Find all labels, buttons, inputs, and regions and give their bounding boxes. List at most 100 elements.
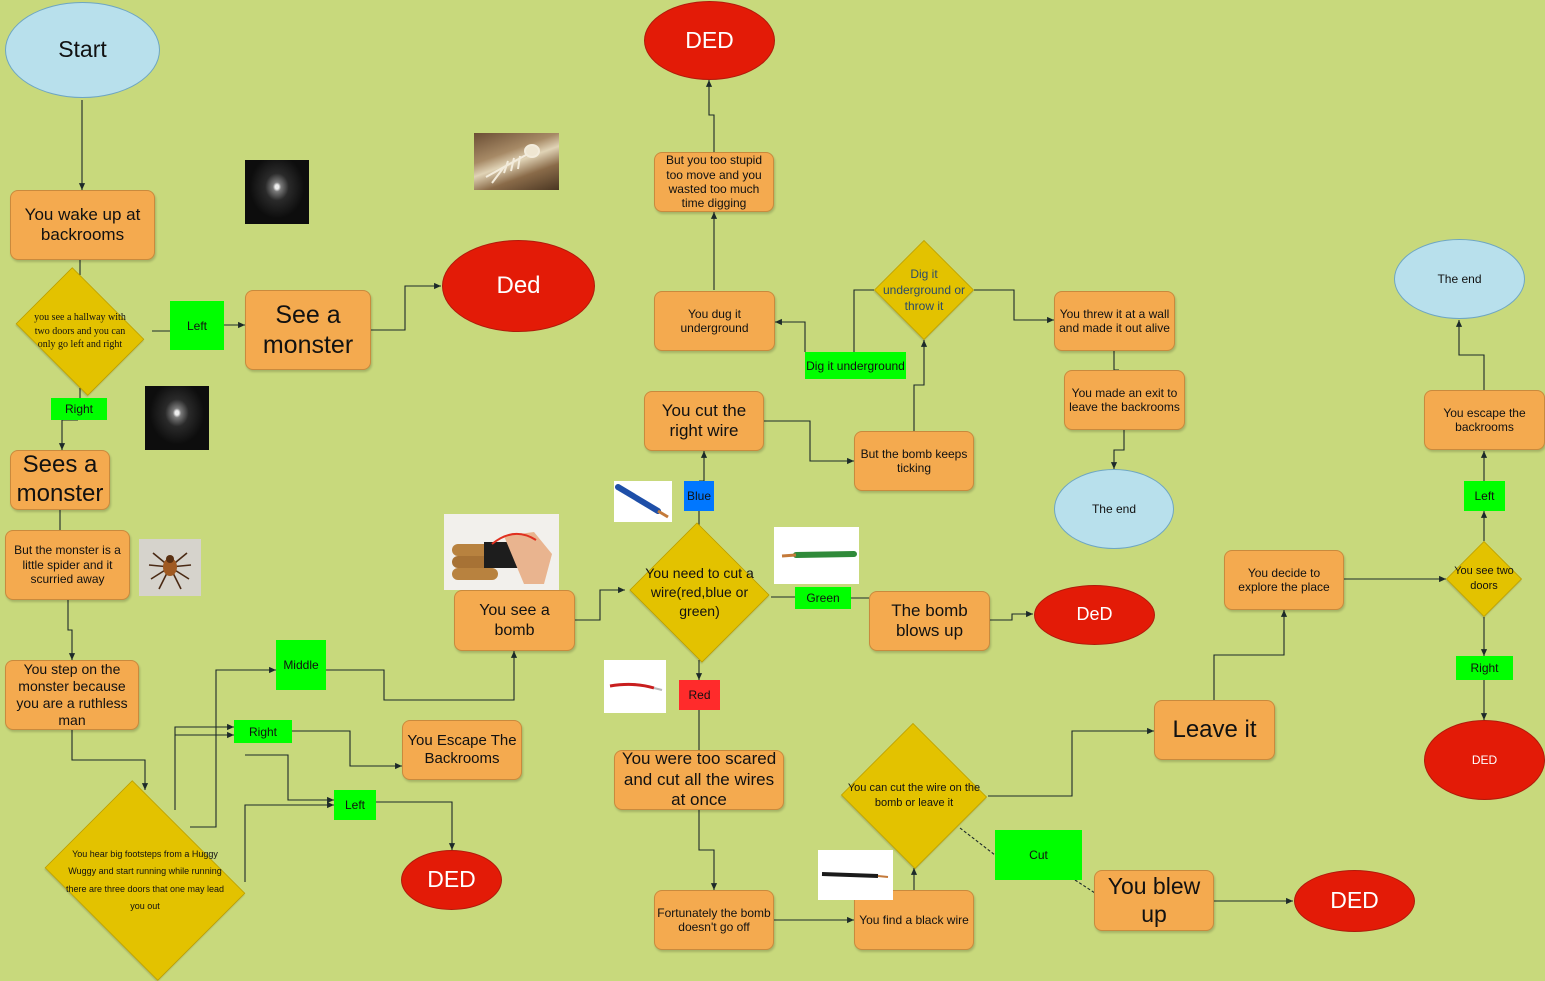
bomb-no-go-box: Fortunately the bomb doesn't go off bbox=[654, 890, 774, 950]
see-bomb-box: You see a bomb bbox=[454, 590, 575, 651]
label-middle-text: Middle bbox=[283, 658, 319, 672]
edge-question-cut bbox=[959, 827, 996, 856]
label-dig-underground-text: Dig it underground bbox=[806, 358, 905, 373]
edge-foot-left bbox=[244, 801, 334, 882]
edge-foot-middle bbox=[190, 666, 276, 828]
cut-wire-decision-text: You need to cut a wire(red,blue or green… bbox=[645, 565, 754, 619]
label-blue: Blue bbox=[684, 481, 714, 511]
the-end-top-label: The end bbox=[1437, 271, 1482, 286]
label-cut-text: Cut bbox=[1029, 848, 1048, 862]
edge-middle-bomb bbox=[326, 651, 518, 701]
cut-or-leave-decision-text: You can cut the wire on the bomb or leav… bbox=[847, 782, 981, 809]
edge-left-ded bbox=[376, 801, 456, 850]
edge-blows-ded bbox=[989, 610, 1033, 621]
hallway-decision-text: you see a hallway with two doors and you… bbox=[34, 312, 126, 351]
two-doors-decision: You see two doors bbox=[1446, 541, 1522, 617]
label-cut: Cut bbox=[995, 830, 1082, 880]
step-on-box: You step on the monster because you are … bbox=[5, 660, 139, 730]
edge-threw-exit bbox=[1113, 350, 1119, 371]
ded-blew-label: DED bbox=[1330, 887, 1379, 914]
edge-exit-end bbox=[1110, 430, 1125, 469]
made-exit-text: You made an exit to leave the backrooms bbox=[1069, 385, 1180, 414]
the-end-node-mid: The end bbox=[1054, 469, 1174, 549]
edge-leave-explore bbox=[1213, 610, 1288, 700]
black-wire-image bbox=[818, 850, 893, 900]
edge-spider-step bbox=[67, 600, 76, 660]
threw-wall-text: You threw it at a wall and made it out a… bbox=[1059, 306, 1170, 335]
edge-foot-left-b bbox=[245, 754, 334, 804]
cut-right-wire-box: You cut the right wire bbox=[644, 391, 764, 451]
skeleton-icon bbox=[485, 144, 540, 184]
edge-monster-ded bbox=[371, 282, 441, 331]
too-stupid-text: But you too stupid too move and you wast… bbox=[665, 153, 763, 211]
dark-hallway-image-1 bbox=[245, 160, 309, 224]
label-green-text: Green bbox=[806, 591, 840, 605]
label-right-2-text: Right bbox=[248, 724, 277, 739]
step-on-text: You step on the monster because you are … bbox=[16, 661, 128, 728]
threw-wall-box: You threw it at a wall and made it out a… bbox=[1054, 291, 1175, 351]
label-left-3-text: Left bbox=[1474, 489, 1495, 503]
edge-scared-bomb bbox=[698, 810, 718, 890]
dug-underground-text: You dug it underground bbox=[680, 306, 749, 335]
explore-box: You decide to explore the place bbox=[1224, 550, 1344, 610]
ded-node-bottom: DED bbox=[401, 850, 502, 910]
edge-right-sees bbox=[58, 419, 78, 450]
cut-right-wire-text: You cut the right wire bbox=[661, 400, 747, 440]
two-doors-decision-text: You see two doors bbox=[1454, 565, 1514, 592]
edge-step-footsteps bbox=[71, 730, 149, 790]
dig-or-throw-decision: Dig it underground or throw it bbox=[874, 240, 974, 340]
label-right-1: Right bbox=[51, 398, 107, 420]
escape-backrooms-right-box: You Escape The Backrooms bbox=[402, 720, 522, 780]
label-red: Red bbox=[679, 680, 720, 710]
too-scared-text: You were too scared and cut all the wire… bbox=[621, 749, 777, 810]
ded-bottom-label: DED bbox=[427, 866, 476, 893]
ded-left-label: Ded bbox=[496, 271, 541, 299]
dark-hallway-image-2 bbox=[145, 386, 209, 450]
the-end-node-top: The end bbox=[1394, 239, 1525, 319]
label-right-2: Right bbox=[234, 720, 292, 743]
ded-node-top: DED bbox=[644, 1, 775, 80]
bomb-image bbox=[444, 514, 559, 590]
bomb-ticking-text: But the bomb keeps ticking bbox=[860, 446, 968, 475]
label-middle: Middle bbox=[276, 640, 326, 690]
label-left-1: Left bbox=[170, 301, 224, 350]
the-end-mid-label: The end bbox=[1091, 501, 1137, 516]
escape-final-box: You escape the backrooms bbox=[1424, 390, 1545, 450]
blue-wire-image bbox=[614, 481, 672, 522]
ded-top-label: DED bbox=[685, 26, 734, 53]
wake-up-box: You wake up at backrooms bbox=[10, 190, 155, 260]
dug-underground-box: You dug it underground bbox=[654, 291, 775, 351]
start-label: Start bbox=[58, 36, 107, 63]
label-right-3-text: Right bbox=[1470, 661, 1499, 675]
black-wire-text: You find a black wire bbox=[859, 912, 969, 927]
leave-it-text: Leave it bbox=[1172, 715, 1257, 743]
edge-bomb-question bbox=[575, 586, 625, 621]
black-wire-box: You find a black wire bbox=[854, 890, 974, 950]
too-stupid-box: But you too stupid too move and you wast… bbox=[654, 152, 774, 212]
footsteps-decision-text: You hear big footsteps from a Huggy Wugg… bbox=[65, 849, 225, 911]
label-left-1-text: Left bbox=[186, 318, 207, 333]
you-blew-up-text: You blew up bbox=[1107, 872, 1201, 927]
spider-icon bbox=[148, 552, 192, 590]
red-wire-image bbox=[604, 660, 666, 713]
edge-ticking-dig bbox=[913, 340, 928, 431]
spider-box: But the monster is a little spider and i… bbox=[5, 530, 130, 600]
edge-dig-threw bbox=[974, 289, 1054, 324]
footsteps-decision: You hear big footsteps from a Huggy Wugg… bbox=[32, 780, 258, 981]
too-scared-box: You were too scared and cut all the wire… bbox=[614, 749, 784, 810]
label-left-2: Left bbox=[334, 790, 376, 820]
edge-label-dug bbox=[775, 318, 806, 352]
edge-question-leave bbox=[988, 727, 1154, 797]
ded-node-blew: DED bbox=[1294, 870, 1415, 932]
spider-text: But the monster is a little spider and i… bbox=[14, 543, 121, 587]
blue-wire-icon bbox=[615, 484, 669, 519]
cut-or-leave-decision: You can cut the wire on the bomb or leav… bbox=[840, 723, 988, 869]
red-wire-icon bbox=[609, 682, 663, 691]
label-left-2-text: Left bbox=[344, 798, 365, 812]
escape-final-text: You escape the backrooms bbox=[1443, 405, 1526, 434]
label-right-1-text: Right bbox=[64, 402, 93, 416]
bomb-blows-up-box: The bomb blows up bbox=[869, 591, 990, 651]
sees-monster-text: Sees a monster bbox=[16, 451, 104, 507]
